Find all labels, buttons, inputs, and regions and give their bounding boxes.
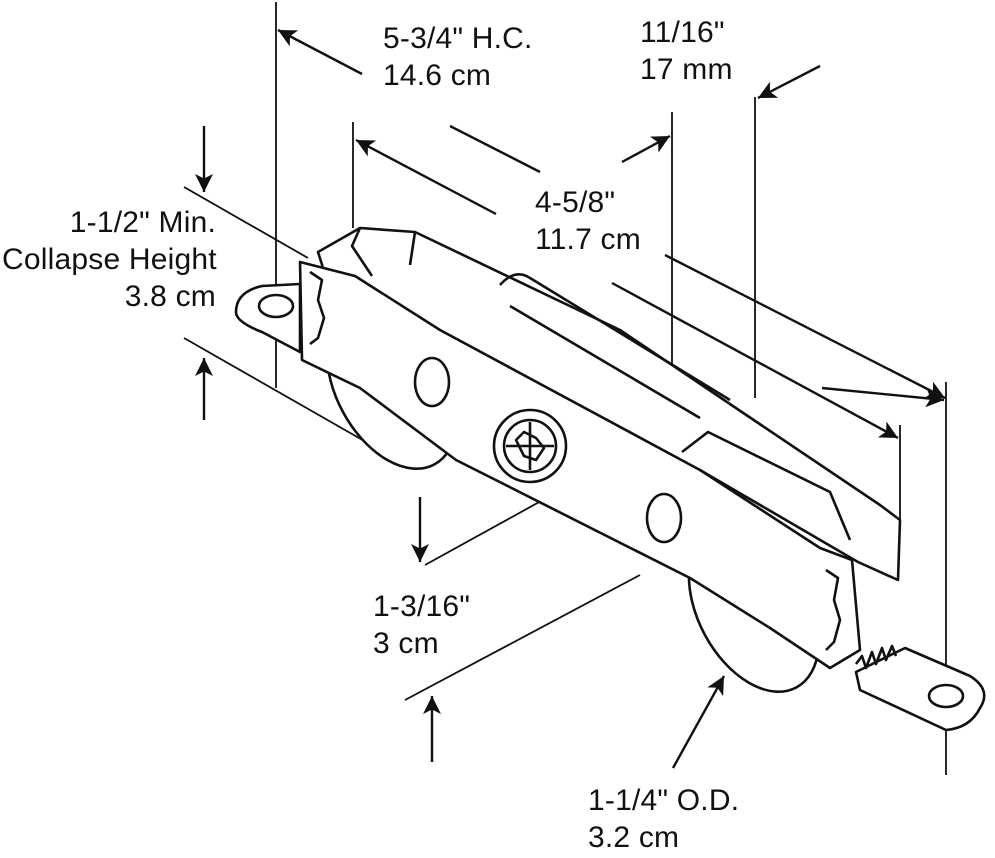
width-label: 11/16" 17 mm (640, 14, 733, 88)
dimension-arrows (195, 28, 946, 769)
roller-assembly (234, 226, 986, 732)
hole-center-metric: 14.6 cm (383, 59, 492, 92)
length-label: 4-5/8" 11.7 cm (535, 184, 641, 258)
collapse-height-label: 1-1/2" Min. Collapse Height 3.8 cm (2, 204, 217, 315)
wheel-diameter-metric: 3.2 cm (588, 821, 680, 854)
left-tab (234, 282, 302, 354)
height-imperial: 1-3/16" (373, 590, 471, 623)
plate-hole-left (413, 356, 451, 408)
wheel-diameter-label: 1-1/4" O.D. 3.2 cm (588, 782, 739, 856)
collapse-height-line1: 1-1/2" Min. (69, 206, 216, 239)
collapse-height-line2: Collapse Height (2, 243, 217, 276)
hole-center-imperial: 5-3/4" H.C. (383, 22, 533, 55)
plate-hole-right (645, 492, 683, 544)
height-label: 1-3/16" 3 cm (373, 588, 470, 662)
length-metric: 11.7 cm (535, 223, 641, 256)
spring (854, 644, 898, 670)
width-metric: 17 mm (640, 53, 733, 86)
length-imperial: 4-5/8" (535, 186, 616, 219)
hole-center-label: 5-3/4" H.C. 14.6 cm (383, 20, 533, 94)
height-metric: 3 cm (373, 627, 439, 660)
width-imperial: 11/16" (640, 16, 725, 49)
wheel-diameter-imperial: 1-1/4" O.D. (588, 784, 740, 817)
right-tab (854, 646, 986, 732)
collapse-height-metric: 3.8 cm (124, 280, 216, 313)
